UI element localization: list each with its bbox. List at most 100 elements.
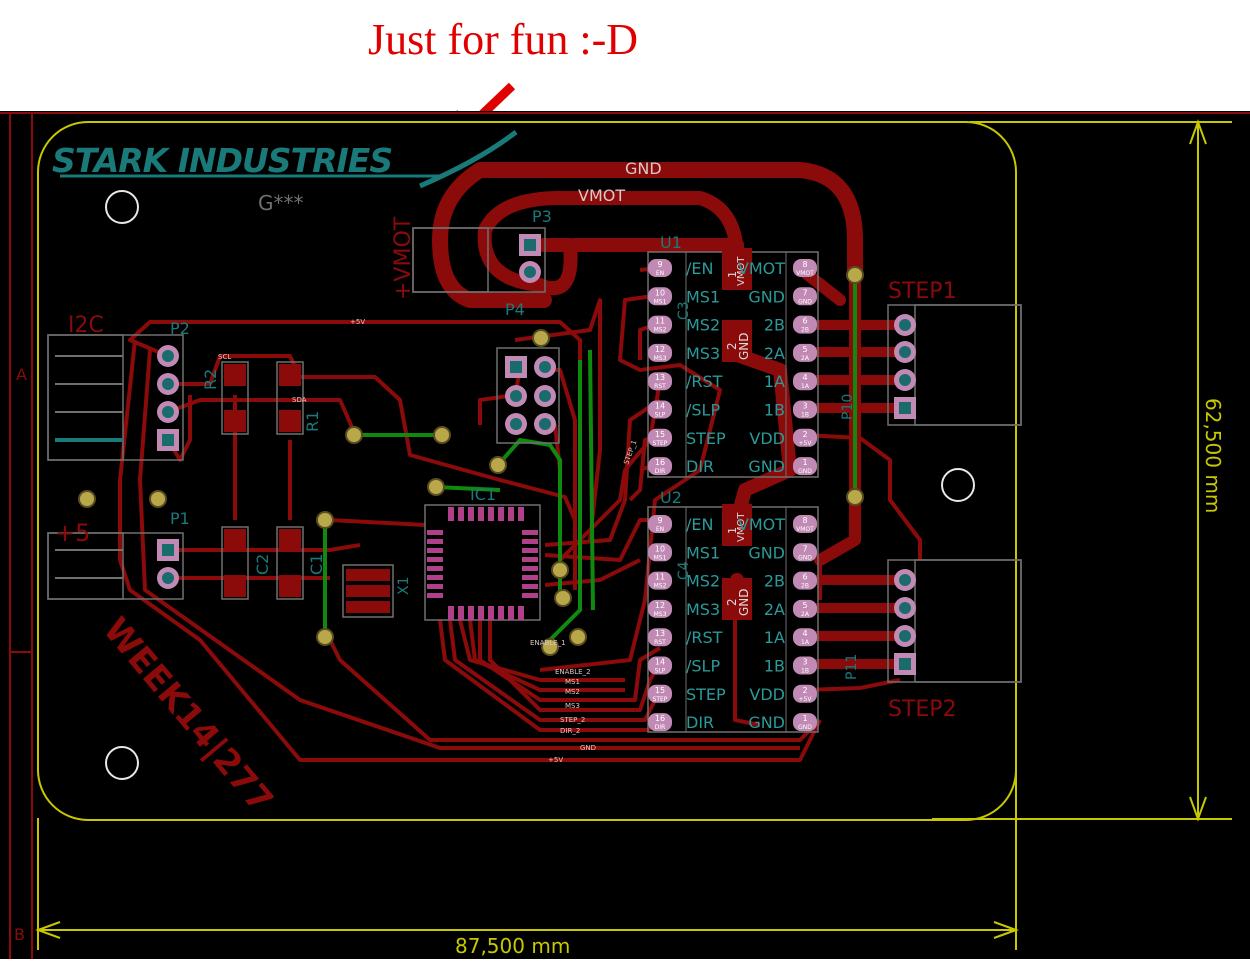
driver-pin-net: 1A [801, 639, 810, 646]
ic-pin [478, 507, 484, 521]
driver-pin-pad [648, 628, 672, 647]
p4-label: P4 [505, 300, 525, 319]
resistor-r1 [276, 361, 304, 435]
ic-pin [508, 507, 514, 521]
driver-pin-number: 9 [657, 516, 662, 525]
driver-pin-label: STEP [686, 685, 726, 704]
u2-gnd-pad: GND [737, 588, 751, 616]
annotation-text: Just for fun :-D [368, 15, 639, 64]
driver-pin-label: /RST [686, 628, 723, 647]
driver-pin-net: 2A [801, 611, 810, 618]
driver-pin-net: RST [654, 639, 666, 646]
r2-label: R2 [201, 369, 220, 390]
step2-label: STEP2 [888, 697, 957, 722]
driver-pin-number: 13 [655, 629, 665, 638]
driver-pin-pad [648, 400, 672, 419]
mounting-holes [105, 190, 975, 780]
driver-pin-number: 9 [657, 260, 662, 269]
driver-pin-number: 7 [802, 544, 807, 553]
resistor-r2 [221, 361, 249, 435]
driver-pin-number: 13 [655, 373, 665, 382]
p2-label: P2 [170, 319, 190, 338]
ic-pin [427, 557, 443, 562]
p1-label: P1 [170, 509, 190, 528]
driver-pin-net: MS2 [654, 583, 667, 590]
driver-pin-pad [793, 543, 817, 562]
u1-gnd-pad: GND [737, 332, 751, 360]
driver-pin-number: 1 [802, 458, 807, 467]
u2-pin-two: 2 [725, 598, 739, 606]
ic-pin [518, 606, 524, 620]
trace-gnd [432, 162, 863, 308]
plus5-label: +5 [55, 519, 90, 547]
p11-label: P11 [844, 654, 860, 680]
driver-pin-number: 2 [802, 686, 807, 695]
driver-pin-net: EN [656, 526, 664, 533]
connector-step2 [887, 559, 1022, 683]
driver-pin-net: MS3 [654, 355, 667, 362]
driver-pin-number: 5 [802, 601, 807, 610]
ic1-label: IC1 [470, 485, 496, 504]
vias [78, 266, 864, 656]
driver-pin-number: 4 [802, 373, 807, 382]
driver-pin-pad [648, 343, 672, 362]
ic-pin [458, 507, 464, 521]
u1-pin-one: 1 [726, 271, 739, 278]
driver-pin-number: 8 [802, 516, 807, 525]
driver-pin-pad [793, 343, 817, 362]
driver-pin-pad [648, 259, 672, 277]
driver-pin-net: STEP [653, 696, 668, 703]
driver-pin-net: 1A [801, 383, 810, 390]
board-outline [37, 121, 1017, 821]
connector-i2c [47, 334, 184, 461]
frame-label-a: A [16, 365, 27, 384]
c1-label: C1 [307, 554, 326, 575]
driver-pin-pad [793, 315, 817, 334]
net-label-gnd-bottom: GND [580, 744, 596, 752]
driver-pin-number: 1 [802, 714, 807, 723]
ic-pin [468, 606, 474, 620]
ic-pin [488, 507, 494, 521]
driver-pin-pad [648, 372, 672, 391]
driver-pin-label: 1A [764, 628, 785, 647]
ic-pin [427, 575, 443, 580]
connector-power [47, 532, 184, 600]
driver-pin-pad [793, 628, 817, 647]
driver-pin-number: 16 [655, 714, 665, 723]
driver-pin-number: 3 [802, 658, 807, 667]
svg-text:MS2: MS2 [565, 688, 580, 696]
driver-pin-pad [793, 599, 817, 618]
driver-pin-pad [648, 315, 672, 334]
driver-pin-label: /SLP [686, 401, 720, 420]
driver-pin-number: 6 [802, 317, 807, 326]
dimension-height [932, 119, 1232, 822]
driver-pin-label: 1A [764, 372, 785, 391]
crystal-x1 [342, 564, 394, 618]
ic-pin [522, 557, 538, 562]
p3-label: P3 [532, 207, 552, 226]
frame-label-b: B [14, 925, 25, 944]
driver-pin-number: 10 [655, 288, 665, 297]
driver-pin-label: VMOT [738, 515, 785, 534]
ic-pin [518, 507, 524, 521]
driver-pin-label: 2A [764, 600, 785, 619]
driver-pin-pad [793, 684, 817, 703]
driver-pin-pad [648, 543, 672, 562]
driver-pin-number: 7 [802, 288, 807, 297]
svg-text:ENABLE_1: ENABLE_1 [530, 639, 566, 647]
u1-pin-two: 2 [725, 342, 739, 350]
driver-pin-number: 11 [655, 317, 665, 326]
svg-text:DIR_2: DIR_2 [560, 727, 580, 735]
driver-pin-label: STEP [686, 429, 726, 448]
driver-pin-net: EN [656, 270, 664, 277]
ic-pin [522, 530, 538, 535]
driver-pin-label: MS3 [686, 600, 720, 619]
ic-pin [448, 507, 454, 521]
driver-pin-pad [793, 656, 817, 675]
ic-pin [522, 539, 538, 544]
connector-step1 [887, 304, 1022, 426]
net-label-5v-bottom: +5V [548, 756, 563, 764]
driver-pin-pad [793, 287, 817, 306]
driver-pin-net: RST [654, 383, 666, 390]
